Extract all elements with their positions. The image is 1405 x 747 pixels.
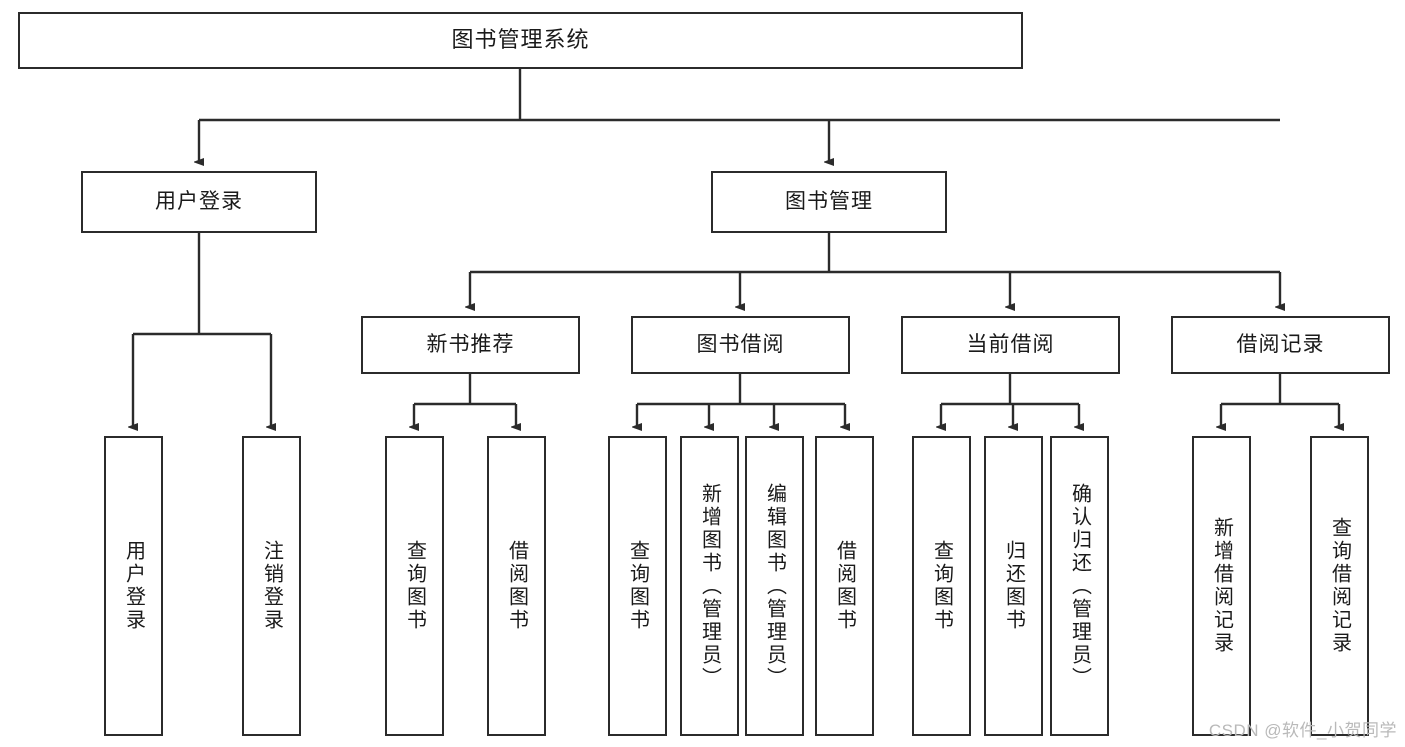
node-borrow-records[interactable]: 借阅记录: [1171, 316, 1390, 374]
leaf-add-record[interactable]: 新增借阅记录: [1192, 436, 1251, 736]
node-borrow-records-label: 借阅记录: [1236, 333, 1325, 357]
node-current-borrow[interactable]: 当前借阅: [901, 316, 1120, 374]
node-user-login-label: 用户登录: [155, 190, 243, 214]
node-root-label: 图书管理系统: [451, 27, 590, 53]
node-book-management-label: 图书管理: [785, 190, 873, 214]
leaf-borrow-book[interactable]: 借阅图书: [815, 436, 874, 736]
node-current-borrow-label: 当前借阅: [966, 333, 1055, 357]
leaf-query-book-recommend[interactable]: 查询图书: [385, 436, 444, 736]
leaf-query-book-recommend-label: 查询图书: [403, 540, 426, 632]
node-new-book-recommend[interactable]: 新书推荐: [361, 316, 580, 374]
leaf-add-record-label: 新增借阅记录: [1210, 517, 1233, 655]
leaf-return-book[interactable]: 归还图书: [984, 436, 1043, 736]
leaf-add-book[interactable]: 新增图书（管理员）: [680, 436, 739, 736]
leaf-add-book-label: 新增图书（管理员）: [698, 482, 721, 690]
leaf-confirm-return[interactable]: 确认归还（管理员）: [1050, 436, 1109, 736]
leaf-confirm-return-label: 确认归还（管理员）: [1068, 482, 1091, 690]
leaf-logout[interactable]: 注销登录: [242, 436, 301, 736]
leaf-query-book-current-label: 查询图书: [930, 540, 953, 632]
leaf-query-book-borrow-label: 查询图书: [626, 540, 649, 632]
leaf-query-record-label: 查询借阅记录: [1328, 517, 1351, 655]
leaf-user-login-label: 用户登录: [122, 540, 145, 632]
node-user-login[interactable]: 用户登录: [81, 171, 317, 233]
node-new-book-recommend-label: 新书推荐: [426, 333, 515, 357]
leaf-borrow-book-label: 借阅图书: [833, 540, 856, 632]
leaf-edit-book[interactable]: 编辑图书（管理员）: [745, 436, 804, 736]
leaf-edit-book-label: 编辑图书（管理员）: [763, 482, 786, 690]
node-root[interactable]: 图书管理系统: [18, 12, 1023, 69]
leaf-borrow-book-recommend[interactable]: 借阅图书: [487, 436, 546, 736]
leaf-borrow-book-recommend-label: 借阅图书: [505, 540, 528, 632]
leaf-user-login[interactable]: 用户登录: [104, 436, 163, 736]
node-book-borrow[interactable]: 图书借阅: [631, 316, 850, 374]
leaf-logout-label: 注销登录: [260, 540, 283, 632]
leaf-return-book-label: 归还图书: [1002, 540, 1025, 632]
leaf-query-book-current[interactable]: 查询图书: [912, 436, 971, 736]
node-book-management[interactable]: 图书管理: [711, 171, 947, 233]
leaf-query-book-borrow[interactable]: 查询图书: [608, 436, 667, 736]
leaf-query-record[interactable]: 查询借阅记录: [1310, 436, 1369, 736]
node-book-borrow-label: 图书借阅: [696, 333, 785, 357]
csdn-watermark: CSDN @软件_小贺同学: [1208, 721, 1397, 740]
